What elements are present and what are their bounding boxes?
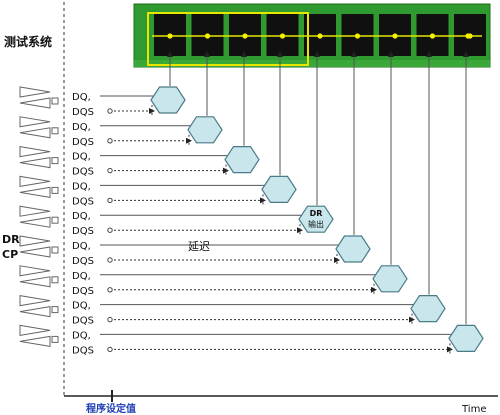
comparator-triangle xyxy=(19,276,51,288)
delay-label: 延迟 xyxy=(188,240,210,253)
dqs-origin-dot xyxy=(107,316,113,323)
memory-chips xyxy=(154,14,486,56)
channel-row: DQ, DQS xyxy=(19,51,297,207)
driver-triangle xyxy=(19,235,51,247)
pin-connector xyxy=(51,186,59,194)
channel-row: DQ, DQS xyxy=(19,51,446,327)
cp-label: CP xyxy=(2,248,18,261)
time-label: Time xyxy=(461,404,486,415)
dr-output-hexagon xyxy=(298,205,334,233)
channel-row: DQ, DQS xyxy=(19,51,484,356)
driver-triangle xyxy=(19,265,51,277)
module-edge-strip xyxy=(134,60,490,67)
dq-label: DQ, xyxy=(72,122,91,133)
pin-connector xyxy=(51,276,59,284)
pin-dot xyxy=(242,33,248,39)
comparator-triangle xyxy=(19,157,51,169)
pin-dot xyxy=(465,33,471,39)
dq-label: DQ, xyxy=(72,271,91,282)
dq-label: DQ, xyxy=(72,211,91,222)
system-title: 测试系统 xyxy=(4,34,52,49)
pin-dot xyxy=(392,33,398,39)
comparator-triangle xyxy=(19,335,51,347)
driver-triangle xyxy=(19,175,51,187)
channel-row: DQ, DQS xyxy=(19,51,186,118)
dq-label: DQ, xyxy=(72,92,91,103)
driver-triangle xyxy=(19,205,51,217)
dqs-origin-dot xyxy=(107,227,113,233)
dqs-label: DQS xyxy=(72,226,94,237)
dqs-origin-dot xyxy=(107,197,113,204)
comparator-triangle xyxy=(19,216,51,228)
dqs-origin-dot xyxy=(107,167,113,174)
memory-module xyxy=(133,3,491,68)
dq-label: DQ, xyxy=(72,152,91,163)
delay-hexagon xyxy=(448,324,484,352)
dqs-label: DQS xyxy=(72,256,94,267)
delay-hexagon xyxy=(410,295,446,323)
pin-connector xyxy=(51,127,59,135)
dqs-label: DQS xyxy=(72,137,94,148)
delay-hexagon xyxy=(335,235,371,263)
comparator-triangle xyxy=(19,306,51,318)
pin-dot xyxy=(279,33,286,39)
dr-label: DR xyxy=(2,233,20,246)
dqs-origin-dot xyxy=(107,257,113,263)
driver-triangle xyxy=(19,86,51,98)
pin-connector xyxy=(51,157,59,165)
pin-dot xyxy=(167,33,173,39)
pin-connector xyxy=(51,246,59,254)
dr-output-label-line1: DR xyxy=(310,209,323,218)
pin-connector xyxy=(51,335,59,343)
delay-hexagon xyxy=(187,116,223,144)
channel-row: DQ, DQS xyxy=(19,51,260,178)
channel-row: DQ, DQS xyxy=(19,51,223,148)
dqs-label: DQS xyxy=(72,316,94,327)
pin-dots xyxy=(167,33,473,39)
comparator-triangle xyxy=(19,186,51,198)
pin-dot xyxy=(204,33,211,39)
driver-triangle xyxy=(19,295,51,307)
dqs-label: DQS xyxy=(72,196,94,207)
delay-hexagon xyxy=(372,265,408,293)
comparator-triangle xyxy=(19,97,51,109)
pin-dot xyxy=(429,33,436,39)
dq-label: DQ, xyxy=(72,181,91,192)
dqs-label: DQS xyxy=(72,167,94,178)
driver-triangle xyxy=(19,324,51,336)
delay-hexagon xyxy=(261,175,297,203)
pin-dot xyxy=(354,33,361,39)
dq-label: DQ, xyxy=(72,241,91,252)
delay-hexagon xyxy=(150,86,186,114)
driver-triangle xyxy=(19,116,51,128)
comparator-triangle xyxy=(19,127,51,139)
pin-connector xyxy=(51,306,59,314)
dr-output-label-line2: 输出 xyxy=(308,219,324,229)
dqs-origin-dot xyxy=(107,108,113,114)
driver-triangle xyxy=(19,146,51,158)
pin-dot xyxy=(317,33,323,39)
dq-label: DQ, xyxy=(72,301,91,312)
channel-row: DQ, DQS xyxy=(19,51,408,297)
dqs-origin-dot xyxy=(107,138,113,144)
delay-hexagon xyxy=(224,146,260,174)
dqs-label: DQS xyxy=(72,107,94,118)
highlight-box xyxy=(147,12,309,66)
dq-label: DQ, xyxy=(72,330,91,341)
dqs-origin-dot xyxy=(107,287,113,293)
dqs-origin-dot xyxy=(107,346,113,353)
program-setting-label: 程序设定值 xyxy=(86,402,136,415)
comparator-triangle xyxy=(19,246,51,258)
pin-connector xyxy=(51,97,59,105)
channel-row: DQ, DQS xyxy=(19,51,371,267)
dqs-label: DQS xyxy=(72,345,94,356)
dqs-label: DQS xyxy=(72,286,94,297)
pin-connector xyxy=(51,216,59,224)
